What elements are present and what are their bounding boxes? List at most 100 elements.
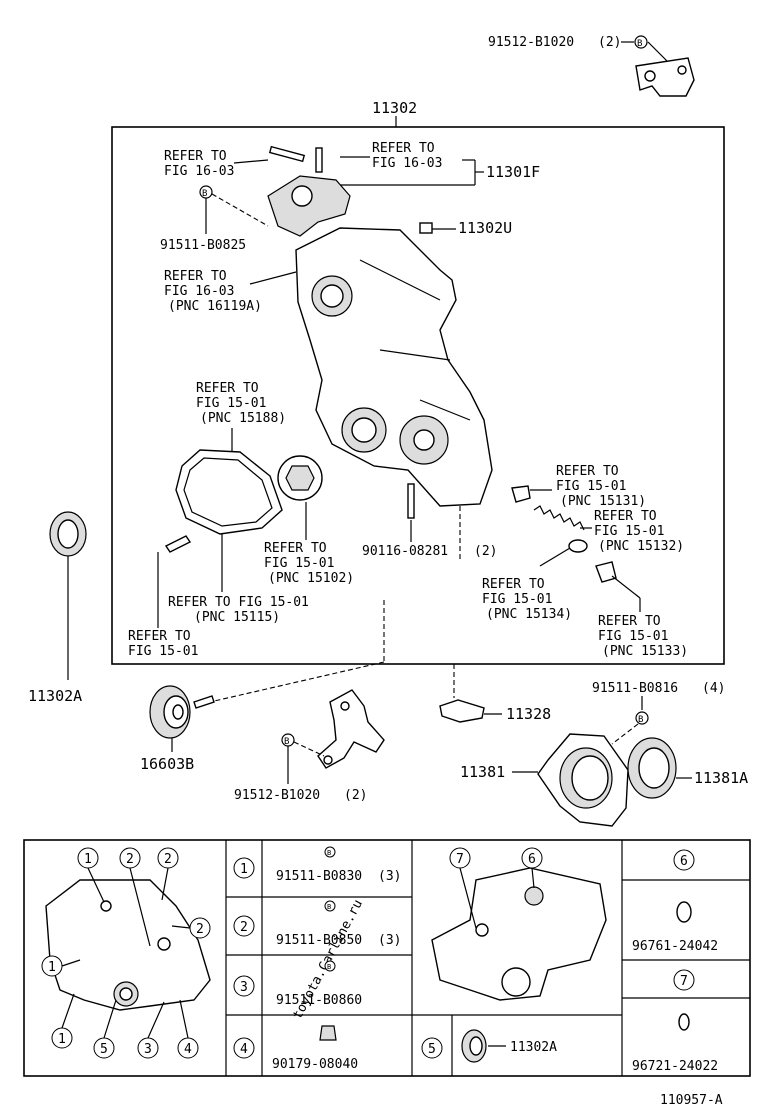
bolt-marker-icon: B [281, 733, 295, 747]
plug-icon [511, 485, 531, 503]
label-bracket-bolt-qty: (2) [344, 788, 367, 803]
table-part: 91511-B0850 [276, 933, 362, 948]
inset-callout-7: 7 [449, 847, 471, 869]
table-row: 1 B 91511-B0830 (3) [233, 846, 401, 884]
inset-callout-2a: 2 [119, 847, 141, 869]
svg-text:4: 4 [240, 1042, 248, 1057]
label-top-bolt-qty: (2) [598, 35, 621, 50]
label-bolt-0816: 91511-B0816 [592, 681, 678, 696]
stud-icon [407, 483, 415, 519]
svg-text:7: 7 [680, 974, 688, 989]
svg-text:B: B [637, 39, 642, 49]
label-refer-c2: FIG 16-03 [164, 284, 234, 299]
oil-seal-icon [49, 511, 87, 557]
label-refer-c1: REFER TO [164, 269, 227, 284]
label-assembly: 11302 [372, 99, 417, 117]
label-refer-b1: REFER TO [372, 141, 435, 156]
label-refer-a2: FIG 16-03 [164, 164, 234, 179]
nut-icon [319, 1025, 337, 1041]
spring-icon [533, 505, 585, 531]
inset-callout-2c: 2 [189, 917, 211, 939]
svg-text:1: 1 [240, 862, 248, 877]
label-refer-g3: (PNC 15102) [268, 571, 354, 586]
label-refer-j1: REFER TO [598, 614, 661, 629]
svg-text:B: B [327, 849, 331, 857]
svg-text:B: B [284, 737, 289, 747]
label-refer-d2: FIG 15-01 [196, 396, 266, 411]
table-part: 90179-08040 [272, 1057, 358, 1072]
o-ring-icon [676, 901, 692, 923]
inset-callout-4: 4 [177, 1037, 199, 1059]
label-refer-b2: FIG 16-03 [372, 156, 442, 171]
svg-text:6: 6 [528, 852, 536, 867]
label-refer-e2: FIG 15-01 [556, 479, 626, 494]
label-refer-i1: REFER TO FIG 15-01 [168, 595, 309, 610]
inset-callout-5: 5 [93, 1037, 115, 1059]
label-top-bolt: 91512-B1020 [488, 35, 574, 50]
label-seal-left: 11302A [28, 687, 82, 705]
oil-seal-icon [627, 737, 677, 799]
top-bracket-icon [635, 57, 695, 97]
svg-text:3: 3 [240, 980, 248, 995]
assembly-box [111, 126, 725, 665]
inset-cover-right-icon [431, 867, 607, 1001]
svg-text:B: B [327, 963, 331, 971]
label-bracket-bolt: 91512-B1020 [234, 788, 320, 803]
table-part: 96761-24042 [632, 939, 718, 954]
svg-text:4: 4 [184, 1042, 192, 1057]
label-refer-d3: (PNC 15188) [200, 411, 286, 426]
svg-text:1: 1 [48, 960, 56, 975]
bracket-icon [317, 689, 385, 769]
gasket-icon [439, 699, 485, 723]
table-part: 11302A [510, 1040, 557, 1055]
inset-callout-1a: 1 [77, 847, 99, 869]
label-refer-h3: (PNC 15134) [486, 607, 572, 622]
label-gasket-set: 11301F [486, 163, 540, 181]
svg-text:2: 2 [196, 922, 204, 937]
label-pulley: 16603B [140, 755, 194, 773]
label-stud: 90116-08281 [362, 544, 448, 559]
label-refer-g1: REFER TO [264, 541, 327, 556]
inset-callout-6: 6 [521, 847, 543, 869]
label-bolt-0825: 91511-B0825 [160, 238, 246, 253]
label-stud-qty: (2) [474, 544, 497, 559]
table-row: 6 96761-24042 [632, 849, 718, 954]
small-bolt-icon [164, 535, 192, 553]
inset-cover-left-icon [45, 879, 211, 1011]
bolt-marker-icon: B [199, 185, 213, 199]
svg-text:5: 5 [100, 1042, 108, 1057]
bolt-table-frame [23, 839, 751, 1077]
label-refer-k2: FIG 15-01 [128, 644, 198, 659]
pump-gasket-icon [175, 449, 283, 535]
label-refer-f3: (PNC 15132) [598, 539, 684, 554]
table-row: 5 11302A [421, 1029, 557, 1063]
label-bolt-0816-qty: (4) [702, 681, 725, 696]
table-row: 7 96721-24022 [632, 969, 718, 1074]
label-refer-f1: REFER TO [594, 509, 657, 524]
table-part: 91511-B0860 [276, 993, 362, 1008]
stud-icon [268, 145, 323, 173]
table-qty: (3) [378, 933, 401, 948]
washer-icon [568, 539, 588, 553]
table-row: 4 90179-08040 [233, 1025, 358, 1072]
inset-callout-1c: 1 [51, 1027, 73, 1049]
figure-id: 110957-A [660, 1093, 723, 1108]
svg-text:6: 6 [680, 854, 688, 869]
svg-text:B: B [202, 189, 207, 199]
crank-pulley-icon [149, 685, 191, 739]
o-ring-icon [678, 1013, 690, 1031]
table-row: 2 B 91511-B0850 (3) [233, 900, 401, 948]
svg-text:1: 1 [84, 852, 92, 867]
svg-text:B: B [638, 715, 643, 725]
svg-text:B: B [327, 903, 331, 911]
timing-cover-icon [267, 175, 493, 507]
plug-icon [595, 561, 617, 583]
bolt-marker-icon: B [635, 711, 649, 725]
table-part: 91511-B0830 [276, 869, 362, 884]
svg-text:2: 2 [164, 852, 172, 867]
label-gasket: 11328 [506, 705, 551, 723]
svg-text:2: 2 [126, 852, 134, 867]
label-cover-part: 11302U [458, 219, 512, 237]
inset-callout-3: 3 [137, 1037, 159, 1059]
